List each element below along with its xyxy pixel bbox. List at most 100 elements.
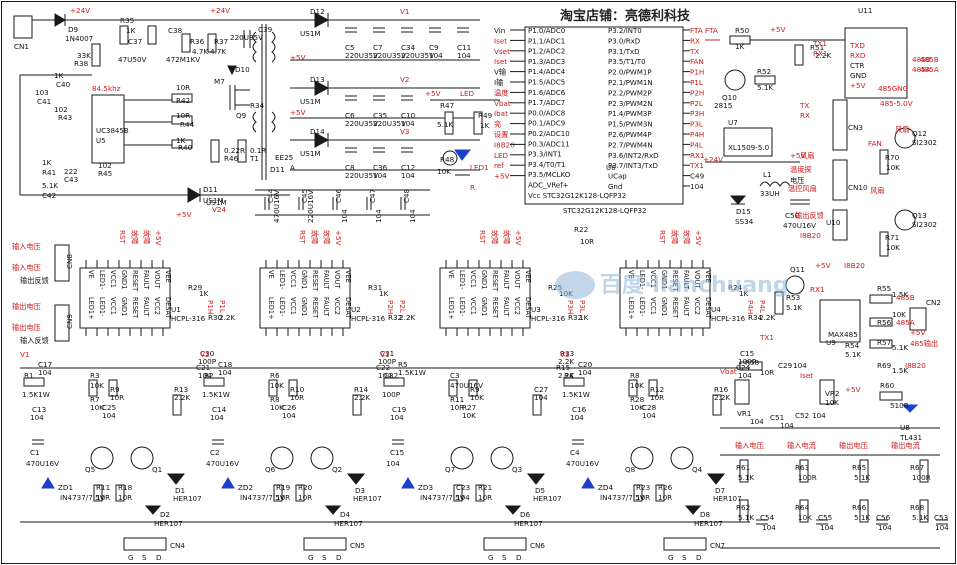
channel-part-label: 10R [650, 393, 664, 402]
opto-driver-ic [619, 267, 711, 329]
resistor [655, 484, 665, 502]
ic-ref: U3 [531, 305, 541, 314]
feedback-label: 100R [798, 473, 817, 482]
ic-part: HCPL-316 [171, 315, 206, 323]
opto-driver-ic [259, 267, 351, 329]
ic-top-label: 故障 [310, 230, 319, 244]
psu-label: C37 [128, 37, 142, 46]
channel-part-label: 1.5K1W [562, 390, 590, 399]
channel-part-label: 10K [470, 393, 484, 402]
ic-right-pin: VCC2 [693, 297, 701, 315]
channel-part-label: 1K [199, 289, 209, 298]
fan-label: +5V [815, 261, 831, 270]
cap-value: 104 [373, 171, 387, 180]
cap-value: 220U35V [401, 51, 434, 60]
rs485-label: 485-5.0V [880, 99, 913, 108]
channel-part-label: C19 [392, 405, 407, 414]
mcu-left-pin: ADC_VRef+ [528, 182, 569, 190]
rs485b-label: 485A [896, 318, 915, 327]
feedback-label: 104 [820, 523, 834, 532]
ic-right-pin: DESAT [704, 297, 712, 320]
q-hi-ref: Q6 [265, 465, 276, 474]
resistor [268, 379, 278, 397]
reference-label: 104 [793, 361, 807, 370]
channel-part-label: 100P [198, 357, 217, 366]
mcu-right-pin: P3.5/T1/T0 [608, 58, 646, 66]
diode-icon [684, 505, 702, 515]
zener-part: IN4737/7.5V [60, 493, 105, 502]
feedback-label: 5.1K [854, 513, 870, 522]
led1-icon [454, 149, 472, 161]
channel-part-label: C20 [578, 360, 593, 369]
rectifier-rows: D12US1MV1C5220U35VC7220U35VC34220U35VC91… [290, 7, 480, 180]
ic-ref: U2 [351, 305, 361, 314]
ic-right-pin: GND1 [300, 297, 308, 316]
channel-part-label: C23 [456, 483, 470, 492]
psu-label: 47U50V [118, 55, 147, 64]
channel-part-label: 2.2K [558, 357, 574, 366]
channel-part-label: R9 [470, 385, 480, 394]
mcu-right-pin: P2.2/PWM2P [608, 89, 652, 97]
cn2-connector [909, 307, 927, 331]
channel-part-label: 10K [462, 411, 476, 420]
ic-right-pin: VCC2 [153, 297, 161, 315]
mcu-left-net: Vbat [494, 99, 511, 108]
psu-label: 1K [54, 71, 64, 80]
feedback-label: R66 [852, 503, 867, 512]
channel-part-label: C13 [32, 405, 46, 414]
psu-label: 33K [77, 51, 91, 60]
channel-part-label: 470U16V [26, 459, 59, 468]
channel-part-label: 104 [198, 371, 212, 380]
channel-part-label: 2.2K [759, 313, 775, 322]
mcu-right-pin: P3.6/INT2/RxD [608, 152, 659, 160]
channel-part-label: 1.5K1W [202, 390, 230, 399]
ic-right-pin: DESAT [164, 297, 172, 320]
indicator-label: R48 [440, 155, 455, 164]
psu-label: 0.22R [224, 146, 245, 155]
diode-top-ref: D7 [715, 486, 725, 495]
ic-left-pin: VOUT [693, 270, 701, 289]
psu-label: R44 [180, 120, 195, 129]
channel-part-label: C25 [102, 403, 116, 412]
reference-label: Iset [800, 371, 813, 380]
ic-right-pin: LED1- [458, 297, 466, 317]
zener-ref: ZD4 [598, 483, 613, 492]
cap-value: 220U35V [345, 119, 378, 128]
reference-label: R58 [745, 358, 760, 367]
mcu-section: 淘宝店铺：亮德利科技 STC32G12K128-LQFP32 U6 VinIse… [494, 8, 705, 215]
resistor [919, 459, 929, 483]
channel-part-label: R21 [478, 483, 492, 492]
channel-part-label: R32 [388, 313, 402, 322]
channel-part-label: R2 [204, 371, 214, 380]
ic-left-pin: FAULT [322, 270, 330, 290]
rs485-label: RX [800, 111, 810, 120]
regulator-label: +24V [703, 155, 723, 164]
channel-part-label: 10K [630, 381, 644, 390]
ic-left-pin: VE [267, 270, 275, 279]
rs485-label: +5V [770, 25, 786, 34]
diode-part: HER107 [514, 519, 543, 528]
channel-part-label: R1 [24, 371, 34, 380]
ic-ref: U1 [171, 305, 181, 314]
ic-left-pin: VEE [704, 270, 712, 283]
u11-chip [844, 27, 908, 99]
channel-part-label: 10R [96, 493, 110, 502]
transistor-q-lo [670, 446, 694, 470]
channel-part-label: R34 [748, 313, 763, 322]
cap-value: 104 [401, 171, 415, 180]
regulator-label: XL1509-5.0 [728, 143, 770, 152]
channel-part-label: R28 [630, 395, 645, 404]
channel-part-label: R13 [174, 385, 188, 394]
resistor [295, 484, 305, 502]
low-side-signal: P3L [578, 300, 587, 313]
channel-part-label: R18 [118, 483, 133, 492]
channel-part-label: 10R [290, 393, 304, 402]
gate-connector [123, 537, 167, 551]
psu-label: R37 [214, 37, 228, 46]
resistor [352, 394, 362, 416]
q-hi-ref: Q7 [445, 465, 455, 474]
resistor [859, 459, 869, 483]
mcu-left-pin: P3.4/T0/T1 [528, 161, 566, 169]
mcu-left-pin: P0.1/ADC9 [528, 120, 565, 128]
